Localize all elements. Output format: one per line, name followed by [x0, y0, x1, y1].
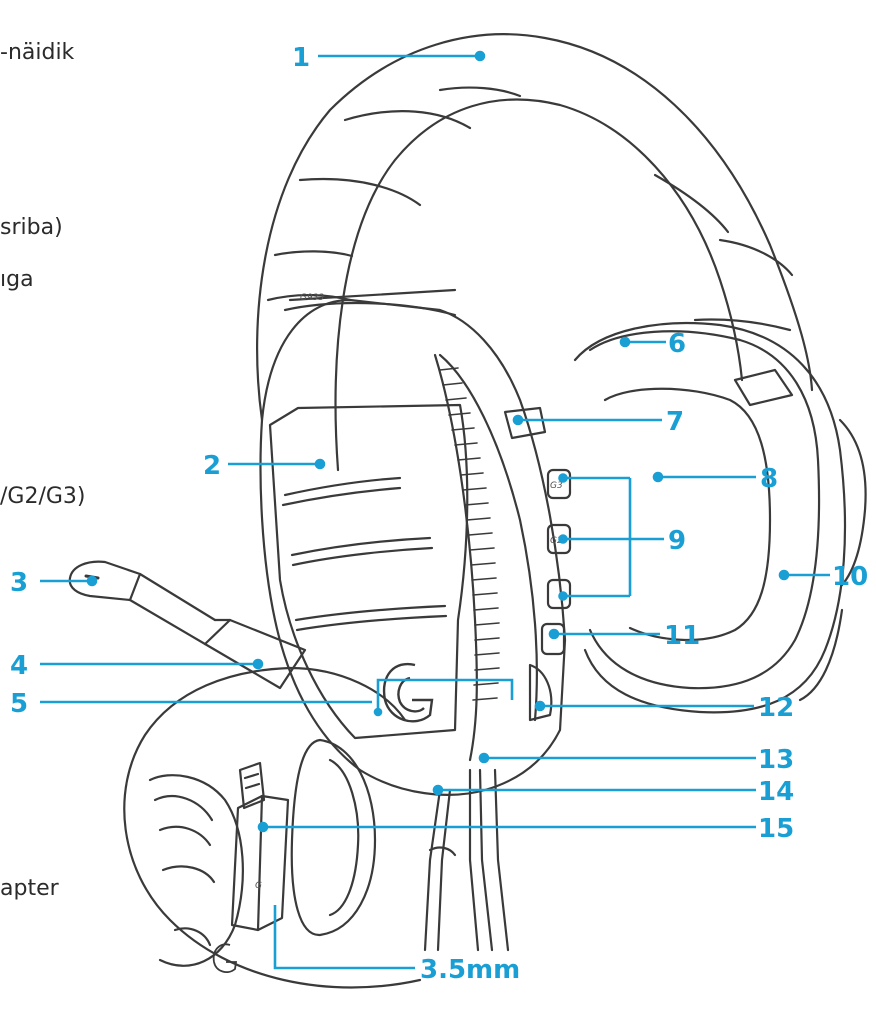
callout-10: 10	[832, 562, 868, 592]
button-g3-mark: G3	[550, 481, 563, 491]
button-7	[503, 406, 547, 440]
side-text-line2: sriba)	[0, 215, 63, 240]
callout-11: 11	[664, 621, 700, 651]
callout-3: 3	[10, 568, 28, 598]
side-text-line4: /G2/G3)	[0, 484, 86, 509]
button-g3	[546, 468, 572, 500]
callout-7: 7	[666, 407, 684, 437]
callout-4: 4	[10, 651, 28, 681]
inset-circle	[123, 666, 422, 989]
button-mute	[540, 622, 566, 656]
callout-2: 2	[203, 451, 221, 481]
side-text-line5: apter	[0, 876, 59, 901]
side-text-line1: -näidik	[0, 40, 75, 65]
callout-6: 6	[668, 329, 686, 359]
ear-cushion	[588, 330, 821, 690]
mic-boom-base	[203, 618, 307, 690]
headband-model-mark: G933	[300, 293, 324, 303]
callout-15: 15	[758, 814, 794, 844]
control-strip	[433, 353, 478, 762]
callout-8: 8	[760, 464, 778, 494]
mic-tip	[68, 560, 142, 602]
callout-9: 9	[668, 526, 686, 556]
callout-5: 5	[10, 689, 28, 719]
callout-3-5mm: 3.5mm	[420, 955, 520, 985]
dongle-g-mark: G	[255, 881, 262, 891]
button-g1	[546, 578, 572, 610]
callout-1: 1	[292, 43, 310, 73]
dongle-g-logo-icon	[212, 943, 238, 973]
callout-12: 12	[758, 693, 794, 723]
right-earcup	[573, 322, 847, 714]
button-g2-mark: G2	[550, 536, 563, 546]
side-panel	[268, 403, 469, 740]
headband-inner	[334, 98, 744, 472]
logitech-g-logo-icon	[382, 662, 434, 723]
callout-14: 14	[758, 777, 794, 807]
headband-outer	[256, 33, 814, 422]
volume-wheel	[528, 663, 553, 722]
callout-13: 13	[758, 745, 794, 775]
side-text-line3: ıga	[0, 267, 34, 292]
